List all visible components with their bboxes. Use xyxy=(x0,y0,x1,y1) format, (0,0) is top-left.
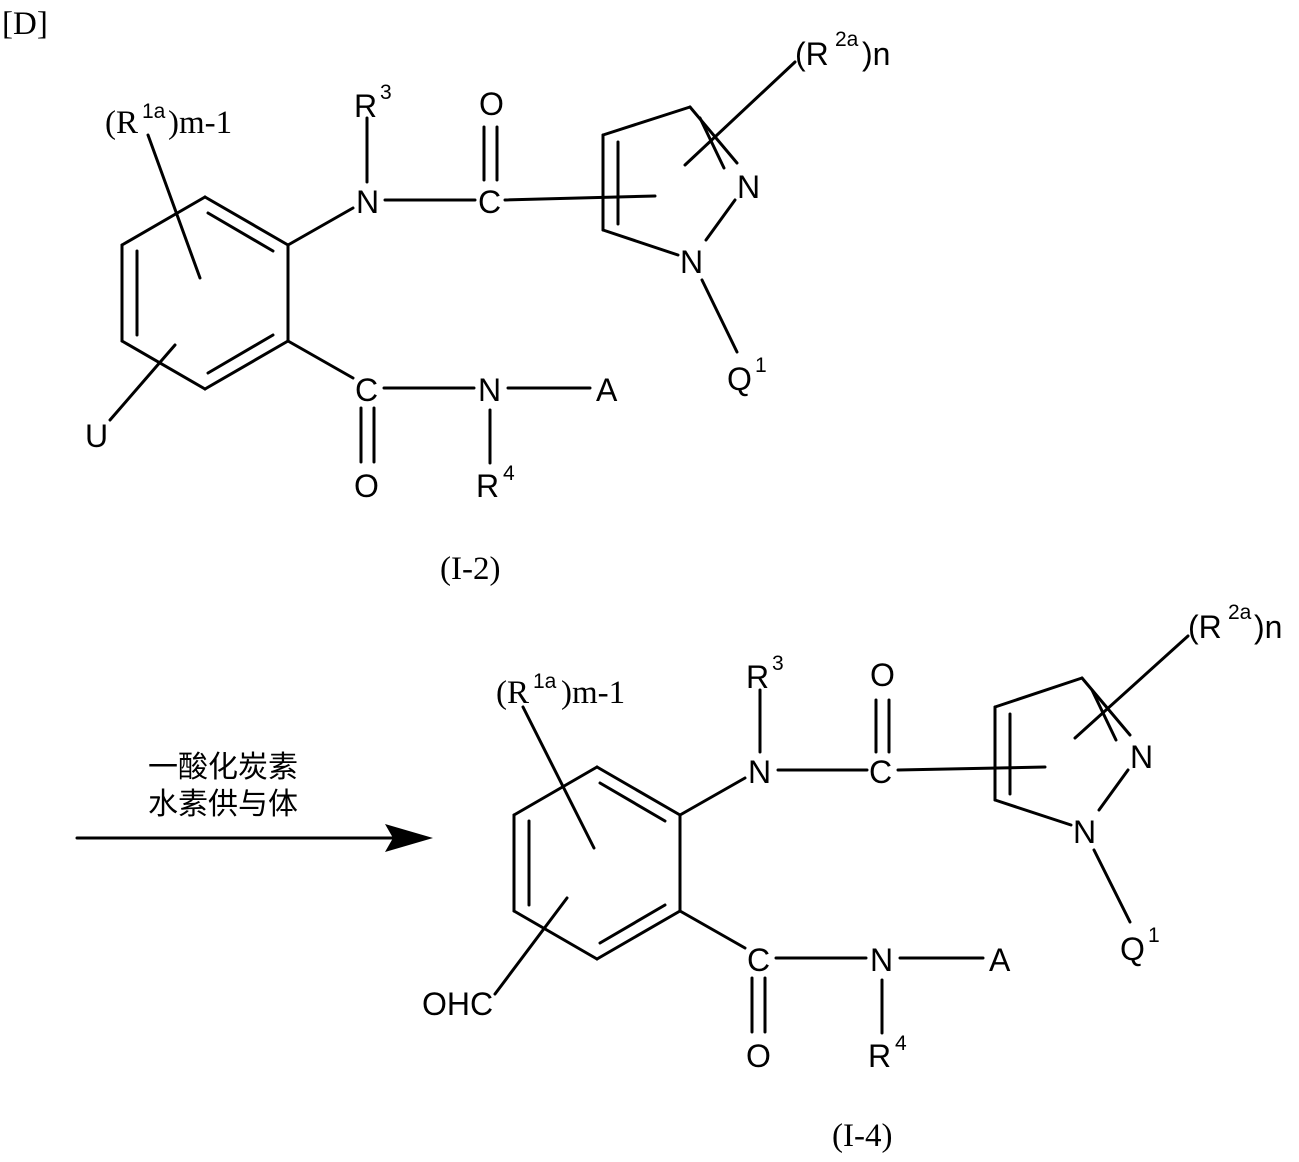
product-q1: Q xyxy=(1120,931,1145,967)
product-o-amide: O xyxy=(870,657,895,693)
product-n-amide: N xyxy=(748,754,771,790)
product-r2a-suffix: )n xyxy=(1254,609,1282,645)
reactant-r4-sup: 4 xyxy=(503,462,515,485)
reactant-o-lower: O xyxy=(354,468,379,504)
product-r1a-suffix: )m-1 xyxy=(561,675,625,711)
scheme-label: [D] xyxy=(2,6,48,42)
reactant-r3: R xyxy=(354,88,377,124)
product-r1a-sup: 1a xyxy=(533,670,557,693)
product-r4: R xyxy=(868,1038,891,1074)
reactant-r2a-suffix: )n xyxy=(862,36,890,72)
product-compound-label: (I-4) xyxy=(832,1118,892,1154)
product-r4-sup: 4 xyxy=(895,1032,907,1055)
product-ohc: OHC xyxy=(422,986,493,1022)
reactant-n-lower: N xyxy=(478,372,501,408)
reaction-arrow[interactable] xyxy=(77,824,433,852)
reactant-r2a-sup: 2a xyxy=(835,28,859,51)
reactant-r1a-suffix: )m-1 xyxy=(168,105,232,141)
product-n-lower: N xyxy=(870,942,893,978)
reactant-structure: (R 1a )m-1 R 3 N C O (R 2a )n N N Q 1 C … xyxy=(85,28,890,504)
product-r3-sup: 3 xyxy=(772,652,784,675)
product-q1-sup: 1 xyxy=(1148,924,1160,947)
reactant-pyrazole-n2: N xyxy=(737,169,760,205)
reactant-r4: R xyxy=(476,468,499,504)
reactant-compound-label: (I-2) xyxy=(440,551,500,587)
reactant-c-amide: C xyxy=(478,184,501,220)
reactant-n-amide: N xyxy=(356,184,379,220)
product-r2a: (R xyxy=(1188,609,1222,645)
reactant-q1: Q xyxy=(727,361,752,397)
product-c-amide: C xyxy=(869,754,892,790)
product-benzene-ring xyxy=(514,767,680,959)
reactant-pyrazole-ring xyxy=(603,107,737,255)
reactant-u: U xyxy=(85,418,108,454)
reagent-line-2: 水素供与体 xyxy=(148,787,298,822)
reactant-c-lower: C xyxy=(355,372,378,408)
product-r1a: (R xyxy=(496,675,529,711)
reactant-q1-sup: 1 xyxy=(755,354,767,377)
product-o-lower: O xyxy=(746,1038,771,1074)
reactant-r1a-sup: 1a xyxy=(142,100,166,123)
product-c-lower: C xyxy=(747,942,770,978)
reactant-benzene-ring xyxy=(122,197,288,389)
product-pyrazole-n1: N xyxy=(1073,814,1096,850)
product-structure: (R 1a )m-1 R 3 N C O (R 2a )n N N Q 1 C … xyxy=(422,601,1282,1074)
product-pyrazole-n2: N xyxy=(1130,739,1153,775)
product-pyrazole-ring xyxy=(995,678,1130,825)
reagent-line-1: 一酸化炭素 xyxy=(148,750,298,785)
reactant-a: A xyxy=(596,372,618,408)
reactant-r2a: (R xyxy=(795,36,829,72)
product-a: A xyxy=(989,942,1011,978)
reactant-r1a: (R xyxy=(105,105,138,141)
reactant-r3-sup: 3 xyxy=(380,81,392,104)
reactant-pyrazole-n1: N xyxy=(680,244,703,280)
product-r2a-sup: 2a xyxy=(1228,601,1252,624)
product-r3: R xyxy=(746,659,769,695)
reactant-o-amide: O xyxy=(479,86,504,122)
